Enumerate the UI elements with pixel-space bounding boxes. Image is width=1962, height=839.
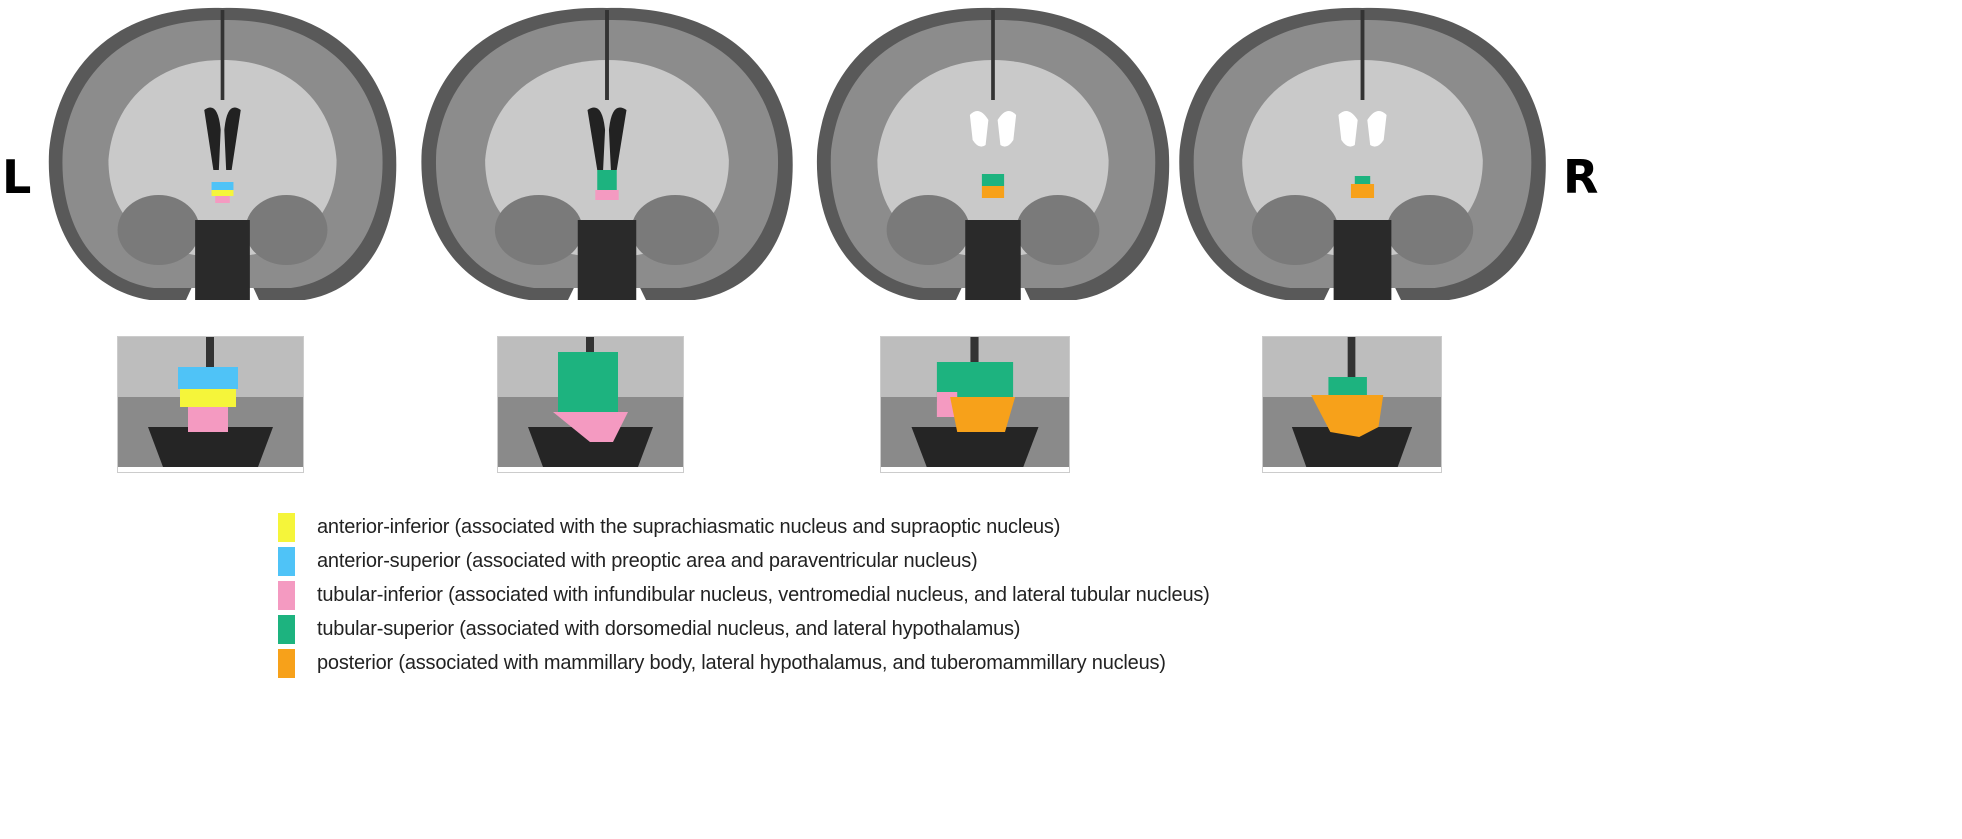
legend-swatch <box>278 648 295 678</box>
coronal-slice-3 <box>808 0 1178 320</box>
inset-zoom-2 <box>497 336 684 473</box>
left-orientation-label: L <box>2 150 32 204</box>
legend-item-posterior: posterior (associated with mammillary bo… <box>278 646 1210 680</box>
coronal-slice-1 <box>40 0 405 320</box>
legend-swatch <box>278 580 295 610</box>
legend-item-anterior-superior: anterior-superior (associated with preop… <box>278 544 1210 578</box>
legend-item-tubular-superior: tubular-superior (associated with dorsom… <box>278 612 1210 646</box>
legend-label: tubular-inferior (associated with infund… <box>317 583 1210 606</box>
legend-item-tubular-inferior: tubular-inferior (associated with infund… <box>278 578 1210 612</box>
legend-label: posterior (associated with mammillary bo… <box>317 651 1166 674</box>
right-orientation-label: R <box>1563 150 1599 204</box>
legend-swatch <box>278 512 295 542</box>
legend-label: tubular-superior (associated with dorsom… <box>317 617 1021 640</box>
inset-zoom-3 <box>880 336 1070 473</box>
inset-zoom-1 <box>117 336 304 473</box>
legend-swatch <box>278 546 295 576</box>
inset-zoom-4 <box>1262 336 1442 473</box>
legend-swatch <box>278 614 295 644</box>
legend-item-anterior-inferior: anterior-inferior (associated with the s… <box>278 510 1210 544</box>
coronal-slice-4 <box>1170 0 1555 320</box>
legend-label: anterior-inferior (associated with the s… <box>317 515 1061 538</box>
legend: anterior-inferior (associated with the s… <box>278 510 1210 680</box>
legend-label: anterior-superior (associated with preop… <box>317 549 978 572</box>
coronal-slice-2 <box>412 0 802 320</box>
